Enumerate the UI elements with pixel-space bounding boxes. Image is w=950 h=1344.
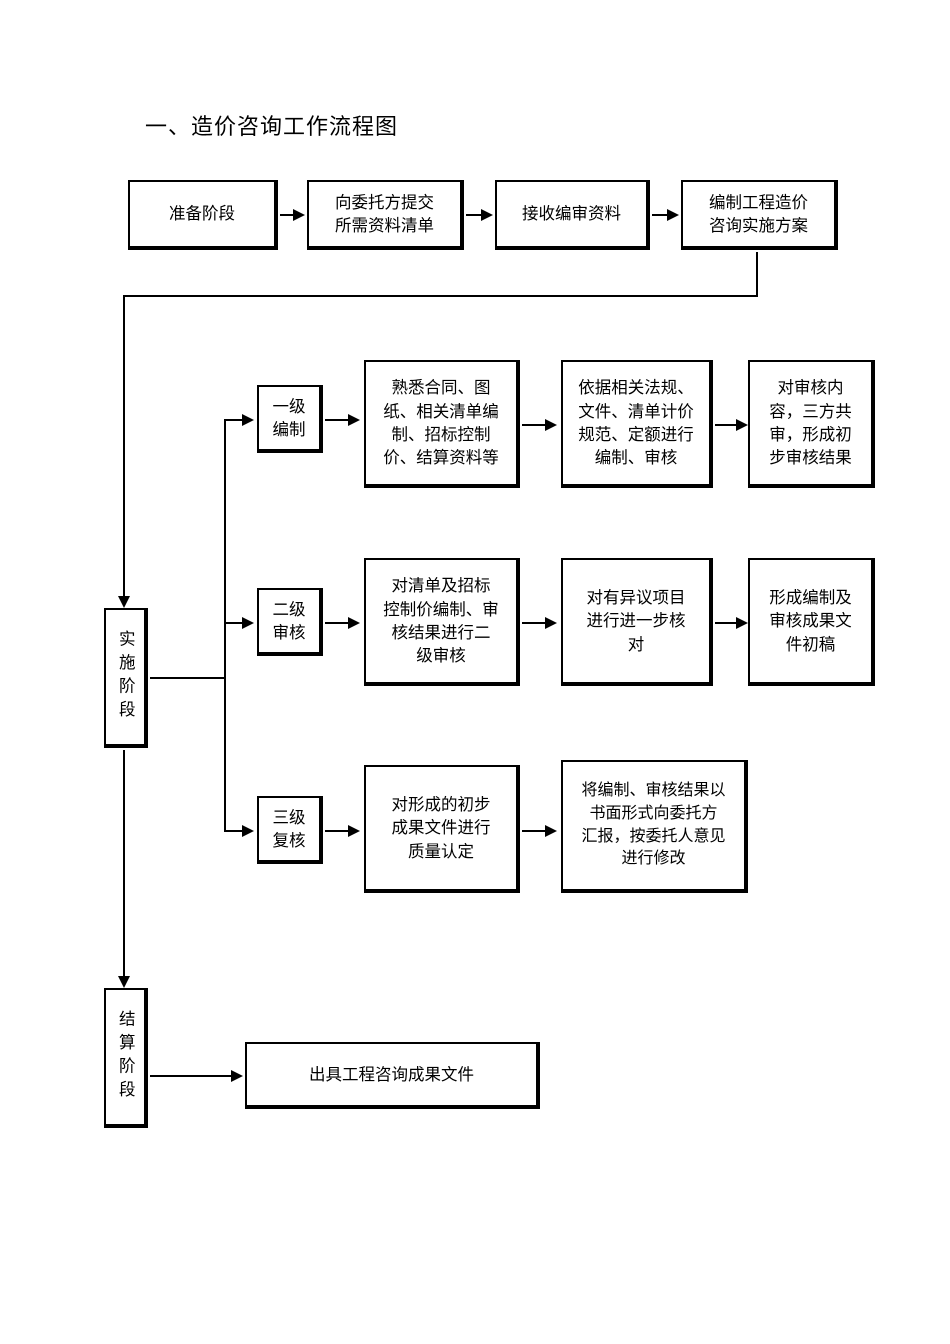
node-second-review: 对清单及招标 控制价编制、审 核结果进行二 级审核 bbox=[364, 558, 520, 686]
connector-trunk-to-level-three bbox=[226, 830, 243, 832]
arrowhead-settlement-to-output bbox=[231, 1070, 243, 1082]
connector-level-three-to-step1 bbox=[325, 830, 349, 832]
node-make-plan-label: 编制工程造价 咨询实施方案 bbox=[709, 192, 808, 235]
arrowhead-to-implementation bbox=[118, 596, 130, 608]
connector-second-review-to-verify bbox=[522, 622, 546, 624]
arrowhead-trunk-to-level-three bbox=[242, 825, 254, 837]
node-level-three-stage: 三级 复核 bbox=[257, 796, 323, 864]
node-level-one-stage: 一级 编制 bbox=[257, 385, 323, 453]
arrowhead-implementation-to-settlement bbox=[118, 976, 130, 988]
node-report-and-revise-label: 将编制、审核结果以 书面形式向委托方 汇报，按委托人意见 进行修改 bbox=[581, 782, 726, 868]
node-three-party-review-label: 对审核内 容，三方共 审，形成初 步审核结果 bbox=[769, 378, 852, 468]
page-title: 一、造价咨询工作流程图 bbox=[145, 114, 399, 139]
connector-quality-to-report bbox=[522, 830, 546, 832]
node-quality-check-label: 对形成的初步 成果文件进行 质量认定 bbox=[391, 794, 491, 861]
connector-receive-to-plan bbox=[652, 214, 668, 216]
node-quality-check: 对形成的初步 成果文件进行 质量认定 bbox=[364, 765, 520, 893]
node-verify-disputes-label: 对有异议项目 进行进一步核 对 bbox=[586, 587, 686, 654]
node-settlement-stage-label: 结算阶段 bbox=[116, 1010, 136, 1104]
arrowhead-level-three-to-step1 bbox=[348, 825, 360, 837]
connector-submit-to-receive bbox=[466, 214, 482, 216]
node-output-document: 出具工程咨询成果文件 bbox=[245, 1042, 540, 1109]
arrowhead-receive-to-plan bbox=[667, 209, 679, 221]
node-level-three-stage-label: 三级 复核 bbox=[272, 807, 306, 850]
connector-plan-left bbox=[123, 295, 758, 297]
node-receive-data-label: 接收编审资料 bbox=[522, 204, 621, 224]
node-submit-list-label: 向委托方提交 所需资料清单 bbox=[335, 192, 434, 235]
connector-verify-to-draft bbox=[715, 622, 737, 624]
branch-trunk bbox=[224, 419, 226, 832]
node-familiarize-label: 熟悉合同、图 纸、相关清单编 制、招标控制 价、结算资料等 bbox=[383, 378, 499, 468]
arrowhead-prep-to-submit bbox=[293, 209, 305, 221]
arrowhead-regulation-to-review bbox=[736, 419, 748, 431]
connector-settlement-to-output bbox=[150, 1075, 232, 1077]
node-make-plan: 编制工程造价 咨询实施方案 bbox=[681, 180, 838, 250]
node-prep-stage: 准备阶段 bbox=[128, 180, 278, 250]
connector-familiarize-to-regulation bbox=[522, 424, 546, 426]
node-settlement-stage: 结算阶段 bbox=[104, 988, 148, 1128]
node-implementation-stage: 实施阶段 bbox=[104, 608, 148, 748]
node-level-two-stage: 二级 审核 bbox=[257, 588, 323, 656]
node-receive-data: 接收编审资料 bbox=[495, 180, 650, 250]
node-report-and-revise: 将编制、审核结果以 书面形式向委托方 汇报，按委托人意见 进行修改 bbox=[561, 760, 748, 893]
connector-to-implementation bbox=[123, 295, 125, 600]
connector-level-one-to-step1 bbox=[325, 419, 349, 421]
arrowhead-submit-to-receive bbox=[481, 209, 493, 221]
node-draft-results-label: 形成编制及 审核成果文 件初稿 bbox=[769, 587, 852, 654]
node-second-review-label: 对清单及招标 控制价编制、审 核结果进行二 级审核 bbox=[383, 576, 499, 666]
connector-regulation-to-review bbox=[715, 424, 737, 426]
connector-plan-down bbox=[756, 252, 758, 297]
arrowhead-verify-to-draft bbox=[736, 617, 748, 629]
node-level-two-stage-label: 二级 审核 bbox=[272, 599, 306, 642]
arrowhead-trunk-to-level-two bbox=[242, 617, 254, 629]
node-implementation-stage-label: 实施阶段 bbox=[116, 630, 136, 724]
connector-level-two-to-step1 bbox=[325, 622, 349, 624]
arrowhead-level-one-to-step1 bbox=[348, 414, 360, 426]
node-submit-list: 向委托方提交 所需资料清单 bbox=[307, 180, 464, 250]
connector-prep-to-submit bbox=[280, 214, 295, 216]
arrowhead-level-two-to-step1 bbox=[348, 617, 360, 629]
node-verify-disputes: 对有异议项目 进行进一步核 对 bbox=[561, 558, 713, 686]
node-draft-results: 形成编制及 审核成果文 件初稿 bbox=[748, 558, 875, 686]
connector-implementation-to-settlement bbox=[123, 750, 125, 978]
node-output-document-label: 出具工程咨询成果文件 bbox=[309, 1064, 474, 1084]
arrowhead-familiarize-to-regulation bbox=[545, 419, 557, 431]
arrowhead-quality-to-report bbox=[545, 825, 557, 837]
node-compile-by-regulation: 依据相关法规、 文件、清单计价 规范、定额进行 编制、审核 bbox=[561, 360, 713, 488]
connector-trunk-to-level-two bbox=[226, 622, 243, 624]
node-familiarize: 熟悉合同、图 纸、相关清单编 制、招标控制 价、结算资料等 bbox=[364, 360, 520, 488]
arrowhead-second-review-to-verify bbox=[545, 617, 557, 629]
node-level-one-stage-label: 一级 编制 bbox=[272, 396, 306, 439]
node-three-party-review: 对审核内 容，三方共 审，形成初 步审核结果 bbox=[748, 360, 875, 488]
node-prep-stage-label: 准备阶段 bbox=[169, 204, 235, 224]
connector-trunk-to-level-one bbox=[226, 419, 243, 421]
arrowhead-trunk-to-level-one bbox=[242, 414, 254, 426]
node-compile-by-regulation-label: 依据相关法规、 文件、清单计价 规范、定额进行 编制、审核 bbox=[578, 378, 694, 468]
connector-implementation-to-trunk bbox=[150, 677, 226, 679]
